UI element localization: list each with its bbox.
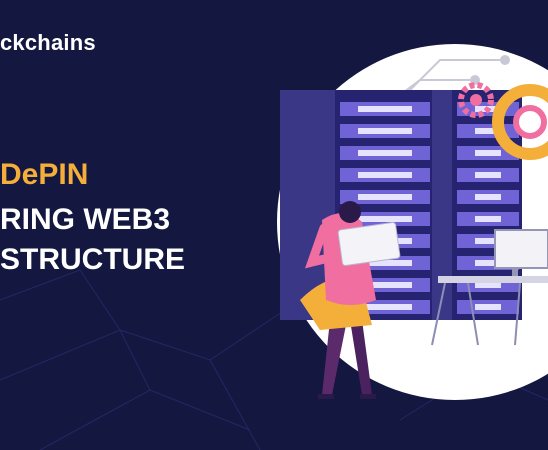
drawer-slot [475,128,501,134]
drawer-slot [358,260,412,266]
drawer-slot [475,304,501,310]
headline-line-1: DePIN [0,158,89,191]
gear-icon [492,84,548,160]
desk-monitor-icon [431,229,548,346]
drawer-slot [358,194,412,200]
drawer-slot [475,282,501,288]
drawer-slot [475,216,501,222]
drawer-slot [358,128,412,134]
drawer-slot [475,260,501,266]
headline: DePIN RING WEB3 STRUCTURE [0,158,185,280]
gear-icon [458,82,494,118]
circuit-lines [379,55,510,111]
drawer-slot [358,304,412,310]
drawer-slot [475,150,501,156]
drawer-slot [358,282,412,288]
drawer-slot [358,172,412,178]
drawer-slot [475,194,501,200]
headline-line-3: STRUCTURE [0,243,185,276]
drawer-slot [358,216,412,222]
drawer-slot [358,106,412,112]
drawer-slot [475,238,501,244]
drawer-slot [475,172,501,178]
person-with-tablet-icon [300,201,401,399]
drawer-slot [358,150,412,156]
brand-logo-text: ckchains [0,30,96,55]
headline-line-2: RING WEB3 [0,203,171,236]
